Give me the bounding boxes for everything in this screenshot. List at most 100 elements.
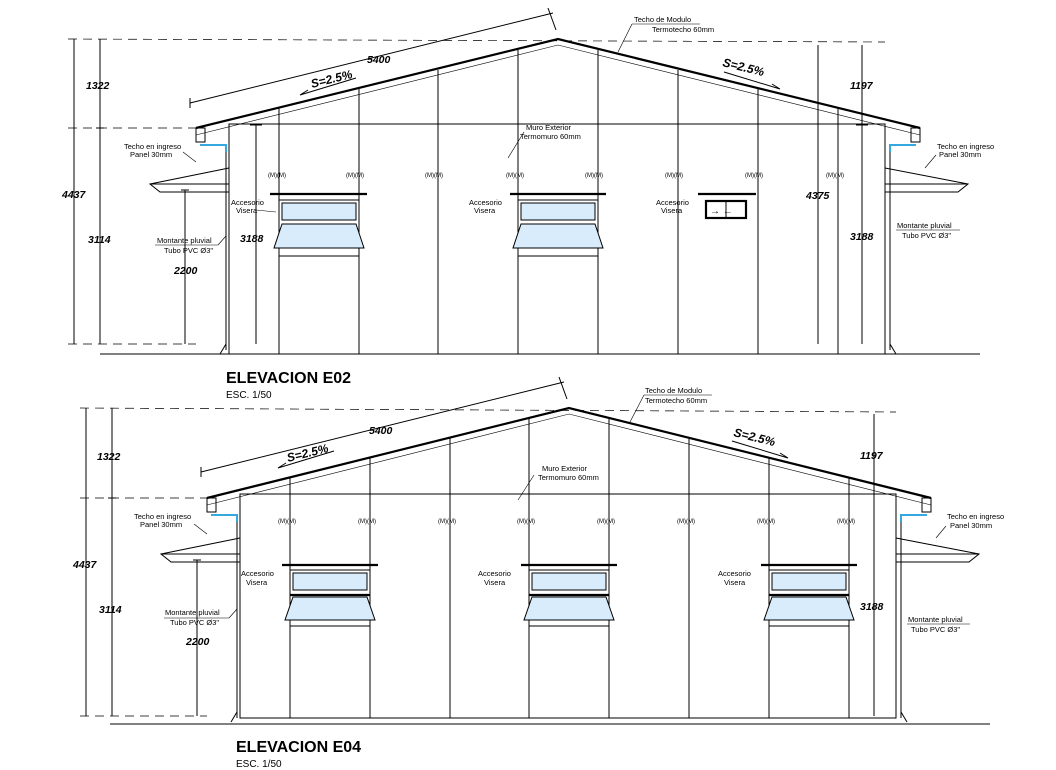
slope-right: S=2.5%	[732, 425, 777, 449]
gutter-right	[921, 497, 932, 513]
svg-text:(M)(M): (M)(M)	[745, 173, 763, 179]
svg-text:Termomuro 60mm: Termomuro 60mm	[520, 132, 581, 141]
window-1	[270, 192, 367, 257]
dim-wall-height: 3114	[88, 234, 111, 246]
exit-sign-arrows: → ←	[710, 206, 733, 217]
downpipe-connector-right	[889, 144, 916, 152]
roof-line	[195, 37, 921, 130]
svg-text:Tubo PVC Ø3": Tubo PVC Ø3"	[902, 231, 951, 240]
note-entry-right: Techo en ingreso Panel 30mm	[924, 142, 994, 169]
svg-text:Montante pluvial: Montante pluvial	[165, 608, 220, 617]
canopy-left	[148, 167, 230, 193]
dim-total-height: 4437	[61, 189, 87, 201]
svg-text:Visera: Visera	[661, 206, 683, 215]
svg-text:Techo en ingreso: Techo en ingreso	[134, 512, 191, 521]
panel-joints	[278, 50, 839, 354]
note-roof: Techo de Modulo Termotecho 60mm	[629, 386, 712, 423]
svg-text:Panel 30mm: Panel 30mm	[130, 150, 172, 159]
window-3	[761, 563, 857, 627]
dim-mid-height: 4375	[805, 190, 830, 202]
dim-canopy-height: 2200	[173, 265, 198, 277]
dim-top-right: 1197	[850, 80, 874, 92]
downpipe-connector-left	[211, 514, 238, 522]
svg-text:Tubo PVC Ø3": Tubo PVC Ø3"	[164, 246, 213, 255]
wall-outline	[239, 493, 897, 719]
dimensions	[67, 7, 886, 345]
note-entry-left: Techo en ingreso Panel 30mm	[134, 512, 208, 535]
svg-text:(M)(M): (M)(M)	[677, 519, 695, 525]
gutter-left	[206, 497, 217, 513]
svg-text:Muro Exterior: Muro Exterior	[542, 464, 588, 473]
svg-text:Panel 30mm: Panel 30mm	[950, 521, 992, 530]
gutter-left	[195, 127, 206, 143]
svg-text:Muro Exterior: Muro Exterior	[526, 123, 572, 132]
note-visor-2: Accesorio Visera	[478, 569, 511, 587]
svg-text:(M)(M): (M)(M)	[358, 519, 376, 525]
svg-text:(M)(M): (M)(M)	[278, 519, 296, 525]
svg-text:Tubo PVC Ø3": Tubo PVC Ø3"	[170, 618, 219, 627]
dim-top-right: 1197	[860, 450, 884, 462]
panel-tags: (M)(M) (M)(M) (M)(M) (M)(M) (M)(M) (M)(M…	[268, 173, 844, 179]
dim-inner-right: 3188	[850, 231, 874, 243]
note-visor-3: Accesorio Visera	[718, 569, 751, 587]
svg-text:Techo en ingreso: Techo en ingreso	[937, 142, 994, 151]
svg-text:Panel 30mm: Panel 30mm	[140, 520, 182, 529]
svg-text:(M)(M): (M)(M)	[268, 173, 286, 179]
svg-text:Termotecho 60mm: Termotecho 60mm	[645, 396, 707, 405]
svg-text:Montante pluvial: Montante pluvial	[157, 236, 212, 245]
svg-text:Tubo PVC Ø3": Tubo PVC Ø3"	[911, 625, 960, 634]
svg-text:Visera: Visera	[246, 578, 268, 587]
downpipe-connector-right	[900, 514, 927, 522]
note-roof: Techo de Modulo Termotecho 60mm	[617, 15, 714, 53]
svg-text:Panel 30mm: Panel 30mm	[939, 150, 981, 159]
exit-sign: → ←	[698, 192, 756, 220]
roof-underside	[206, 413, 932, 506]
note-visor-3: Accesorio Visera	[656, 198, 689, 215]
svg-text:(M)(M): (M)(M)	[757, 519, 775, 525]
elevation-e04: (M)(M) (M)(M) (M)(M) (M)(M) (M)(M) (M)(M…	[72, 376, 1004, 770]
window-2	[510, 192, 606, 257]
slope-left: S=2.5%	[309, 67, 354, 91]
note-visor-1: Accesorio Visera	[241, 569, 274, 587]
svg-text:(M)(M): (M)(M)	[826, 173, 844, 179]
roof-line	[206, 406, 932, 500]
canopy-right	[884, 167, 970, 193]
svg-text:Techo en ingreso: Techo en ingreso	[124, 142, 181, 151]
note-wall: Muro Exterior Termomuro 60mm	[517, 464, 599, 501]
svg-text:Accesorio: Accesorio	[241, 569, 274, 578]
svg-text:(M)(M): (M)(M)	[425, 173, 443, 179]
svg-text:(M)(M): (M)(M)	[665, 173, 683, 179]
dim-inner-right: 3188	[860, 601, 884, 613]
svg-text:(M)(M): (M)(M)	[837, 519, 855, 525]
note-downpipe-left: Montante pluvial Tubo PVC Ø3"	[164, 608, 238, 627]
svg-text:(M)(M): (M)(M)	[438, 519, 456, 525]
elevation-scale-e02: ESC. 1/50	[226, 390, 272, 401]
svg-text:Termomuro 60mm: Termomuro 60mm	[538, 473, 599, 482]
dim-ridge-length: 5400	[367, 54, 391, 66]
dimensions	[79, 376, 897, 717]
svg-text:Visera: Visera	[724, 578, 746, 587]
svg-text:Visera: Visera	[484, 578, 506, 587]
note-visor-2: Accesorio Visera	[469, 198, 502, 215]
svg-text:(M)(M): (M)(M)	[346, 173, 364, 179]
dim-canopy-height: 2200	[185, 636, 210, 648]
svg-text:Visera: Visera	[474, 206, 496, 215]
panel-tags: (M)(M) (M)(M) (M)(M) (M)(M) (M)(M) (M)(M…	[278, 519, 855, 525]
svg-text:Accesorio: Accesorio	[478, 569, 511, 578]
svg-text:Accesorio: Accesorio	[656, 198, 689, 207]
wall-outline	[228, 123, 886, 355]
note-entry-right: Techo en ingreso Panel 30mm	[935, 512, 1004, 539]
svg-text:(M)(M): (M)(M)	[585, 173, 603, 179]
note-downpipe-left: Montante pluvial Tubo PVC Ø3"	[155, 235, 227, 255]
slope-right: S=2.5%	[721, 55, 766, 79]
dim-top-left: 1322	[86, 80, 110, 92]
svg-text:(M)(M): (M)(M)	[517, 519, 535, 525]
downpipe-connector-left	[200, 144, 227, 152]
dim-ridge-length: 5400	[369, 425, 393, 437]
window-1	[282, 563, 378, 627]
slope-left: S=2.5%	[285, 441, 330, 465]
note-visor-1: Accesorio Visera	[231, 198, 277, 215]
svg-text:Montante pluvial: Montante pluvial	[897, 221, 952, 230]
